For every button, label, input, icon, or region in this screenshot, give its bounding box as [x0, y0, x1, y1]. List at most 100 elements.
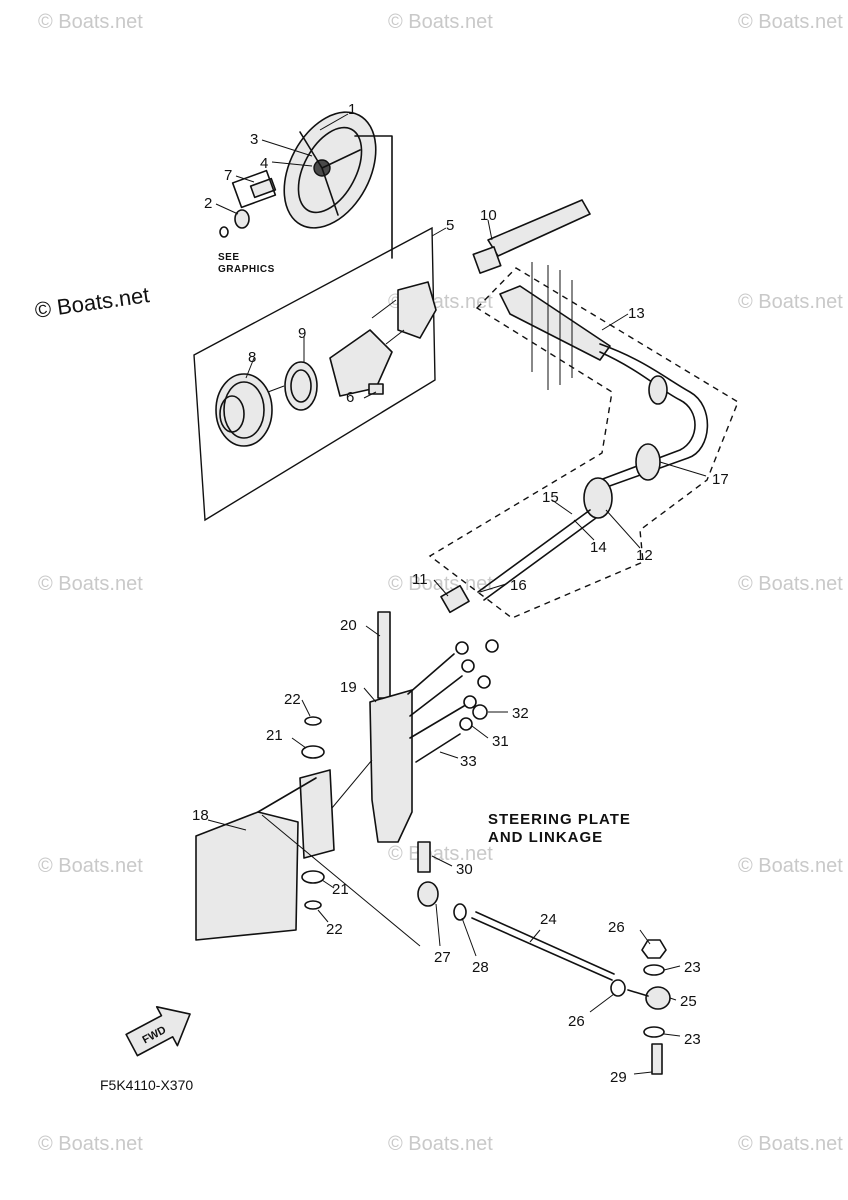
- watermark: © Boats.net: [388, 573, 493, 595]
- helm-cover[interactable]: [284, 361, 318, 411]
- linkage-nut-top[interactable]: [641, 939, 667, 959]
- helm-bezel-rings: [223, 381, 265, 439]
- assembly-lines: [261, 759, 421, 947]
- watermark: © Boats.net: [738, 11, 843, 33]
- callout-26: 26: [608, 919, 625, 936]
- helm-unit-group[interactable]: [193, 226, 437, 522]
- cable-end-fitting[interactable]: [487, 199, 591, 257]
- watermark: © Boats.net: [388, 843, 493, 865]
- callout-26: 26: [568, 1013, 585, 1030]
- diagram-title: STEERING PLATE: [488, 811, 631, 828]
- helm-cover-inner: [290, 369, 312, 403]
- nut[interactable]: [472, 704, 488, 720]
- callout-21: 21: [332, 881, 349, 898]
- see-graphics-note: SEE: [218, 252, 240, 263]
- watermark: © Boats.net: [38, 573, 143, 595]
- callout-leaders: [207, 113, 707, 1075]
- watermark: © Boats.net: [388, 1133, 493, 1155]
- steering-plate[interactable]: [195, 811, 299, 941]
- steering-arm[interactable]: [369, 689, 413, 843]
- callout-15: 15: [542, 489, 559, 506]
- watermark: © Boats.net: [738, 1133, 843, 1155]
- callout-1: 1: [348, 101, 356, 118]
- callout-16: 16: [510, 577, 527, 594]
- circlip[interactable]: [304, 716, 322, 726]
- callout-32: 32: [512, 705, 529, 722]
- helm-mount-plate[interactable]: [397, 281, 437, 339]
- helm-clip[interactable]: [368, 383, 384, 395]
- callout-31: 31: [492, 733, 509, 750]
- cable-sheath: [599, 351, 696, 481]
- callout-30: 30: [456, 861, 473, 878]
- cap-washer[interactable]: [219, 226, 229, 238]
- callout-10: 10: [480, 207, 497, 224]
- nut-plate[interactable]: [249, 177, 277, 199]
- ball-joint[interactable]: [417, 881, 439, 907]
- linkage-washer[interactable]: [643, 1026, 665, 1038]
- callout-29: 29: [610, 1069, 627, 1086]
- callout-19: 19: [340, 679, 357, 696]
- steering-plate-arm: [257, 777, 317, 813]
- watermark: © Boats.net: [38, 855, 143, 877]
- helm-bezel-face: [219, 395, 245, 433]
- callout-27: 27: [434, 949, 451, 966]
- linkage-nut[interactable]: [610, 979, 626, 997]
- diagram-title: AND LINKAGE: [488, 829, 603, 846]
- cap-nut[interactable]: [234, 209, 250, 229]
- callout-22: 22: [326, 921, 343, 938]
- callout-7: 7: [224, 167, 232, 184]
- watermark: © Boats.net: [738, 855, 843, 877]
- callout-6: 6: [346, 389, 354, 406]
- linkage-nut[interactable]: [453, 903, 467, 921]
- callout-3: 3: [250, 131, 258, 148]
- linkage-bolt[interactable]: [651, 1043, 663, 1075]
- circlip[interactable]: [304, 900, 322, 910]
- bracket[interactable]: [299, 769, 335, 859]
- callout-2: 2: [204, 195, 212, 212]
- steering-wheel-group[interactable]: [219, 96, 394, 259]
- watermark: © Boats.net: [738, 573, 843, 595]
- cable-end-clamp[interactable]: [440, 584, 470, 614]
- callout-18: 18: [192, 807, 209, 824]
- washer[interactable]: [301, 870, 325, 884]
- cable-boot[interactable]: [648, 375, 668, 405]
- linkage-washer[interactable]: [643, 964, 665, 976]
- drawing-code: F5K4110-X370: [100, 1077, 193, 1093]
- nut[interactable]: [485, 639, 499, 653]
- cable-inner-rod: [477, 509, 597, 601]
- callout-28: 28: [472, 959, 489, 976]
- hardware-kit-box: [231, 169, 277, 209]
- steering-cable-group[interactable]: [428, 199, 739, 619]
- helm-unit-panel: [193, 226, 436, 522]
- callout-9: 9: [298, 325, 306, 342]
- steering-wheel-leader-frame: [354, 135, 393, 259]
- bolt[interactable]: [417, 841, 431, 873]
- callout-8: 8: [248, 349, 256, 366]
- washer[interactable]: [301, 745, 325, 759]
- callout-11: 11: [412, 571, 428, 588]
- cable-mount-housing[interactable]: [499, 285, 611, 361]
- callout-23: 23: [684, 959, 701, 976]
- tie-rod[interactable]: [471, 911, 615, 981]
- cable-boot-lower[interactable]: [635, 443, 661, 481]
- nut[interactable]: [461, 659, 475, 673]
- pivot-pin[interactable]: [377, 611, 391, 699]
- studs[interactable]: [407, 653, 465, 763]
- cable-sheath-outer: [599, 343, 709, 489]
- helm-body[interactable]: [329, 329, 393, 397]
- callout-25: 25: [680, 993, 697, 1010]
- washer[interactable]: [459, 717, 473, 731]
- callout-23: 23: [684, 1031, 701, 1048]
- linkage-group[interactable]: [195, 611, 671, 1075]
- nut[interactable]: [477, 675, 491, 689]
- watermark: © Boats.net: [38, 1133, 143, 1155]
- steering-wheel-spokes: [299, 131, 361, 216]
- nut[interactable]: [455, 641, 469, 655]
- cable-end-nut[interactable]: [472, 246, 502, 274]
- watermark: © Boats.net: [388, 11, 493, 33]
- rod-end[interactable]: [645, 986, 671, 1010]
- cable-tube-end[interactable]: [583, 477, 613, 519]
- nut[interactable]: [463, 695, 477, 709]
- watermark: © Boats.net: [38, 11, 143, 33]
